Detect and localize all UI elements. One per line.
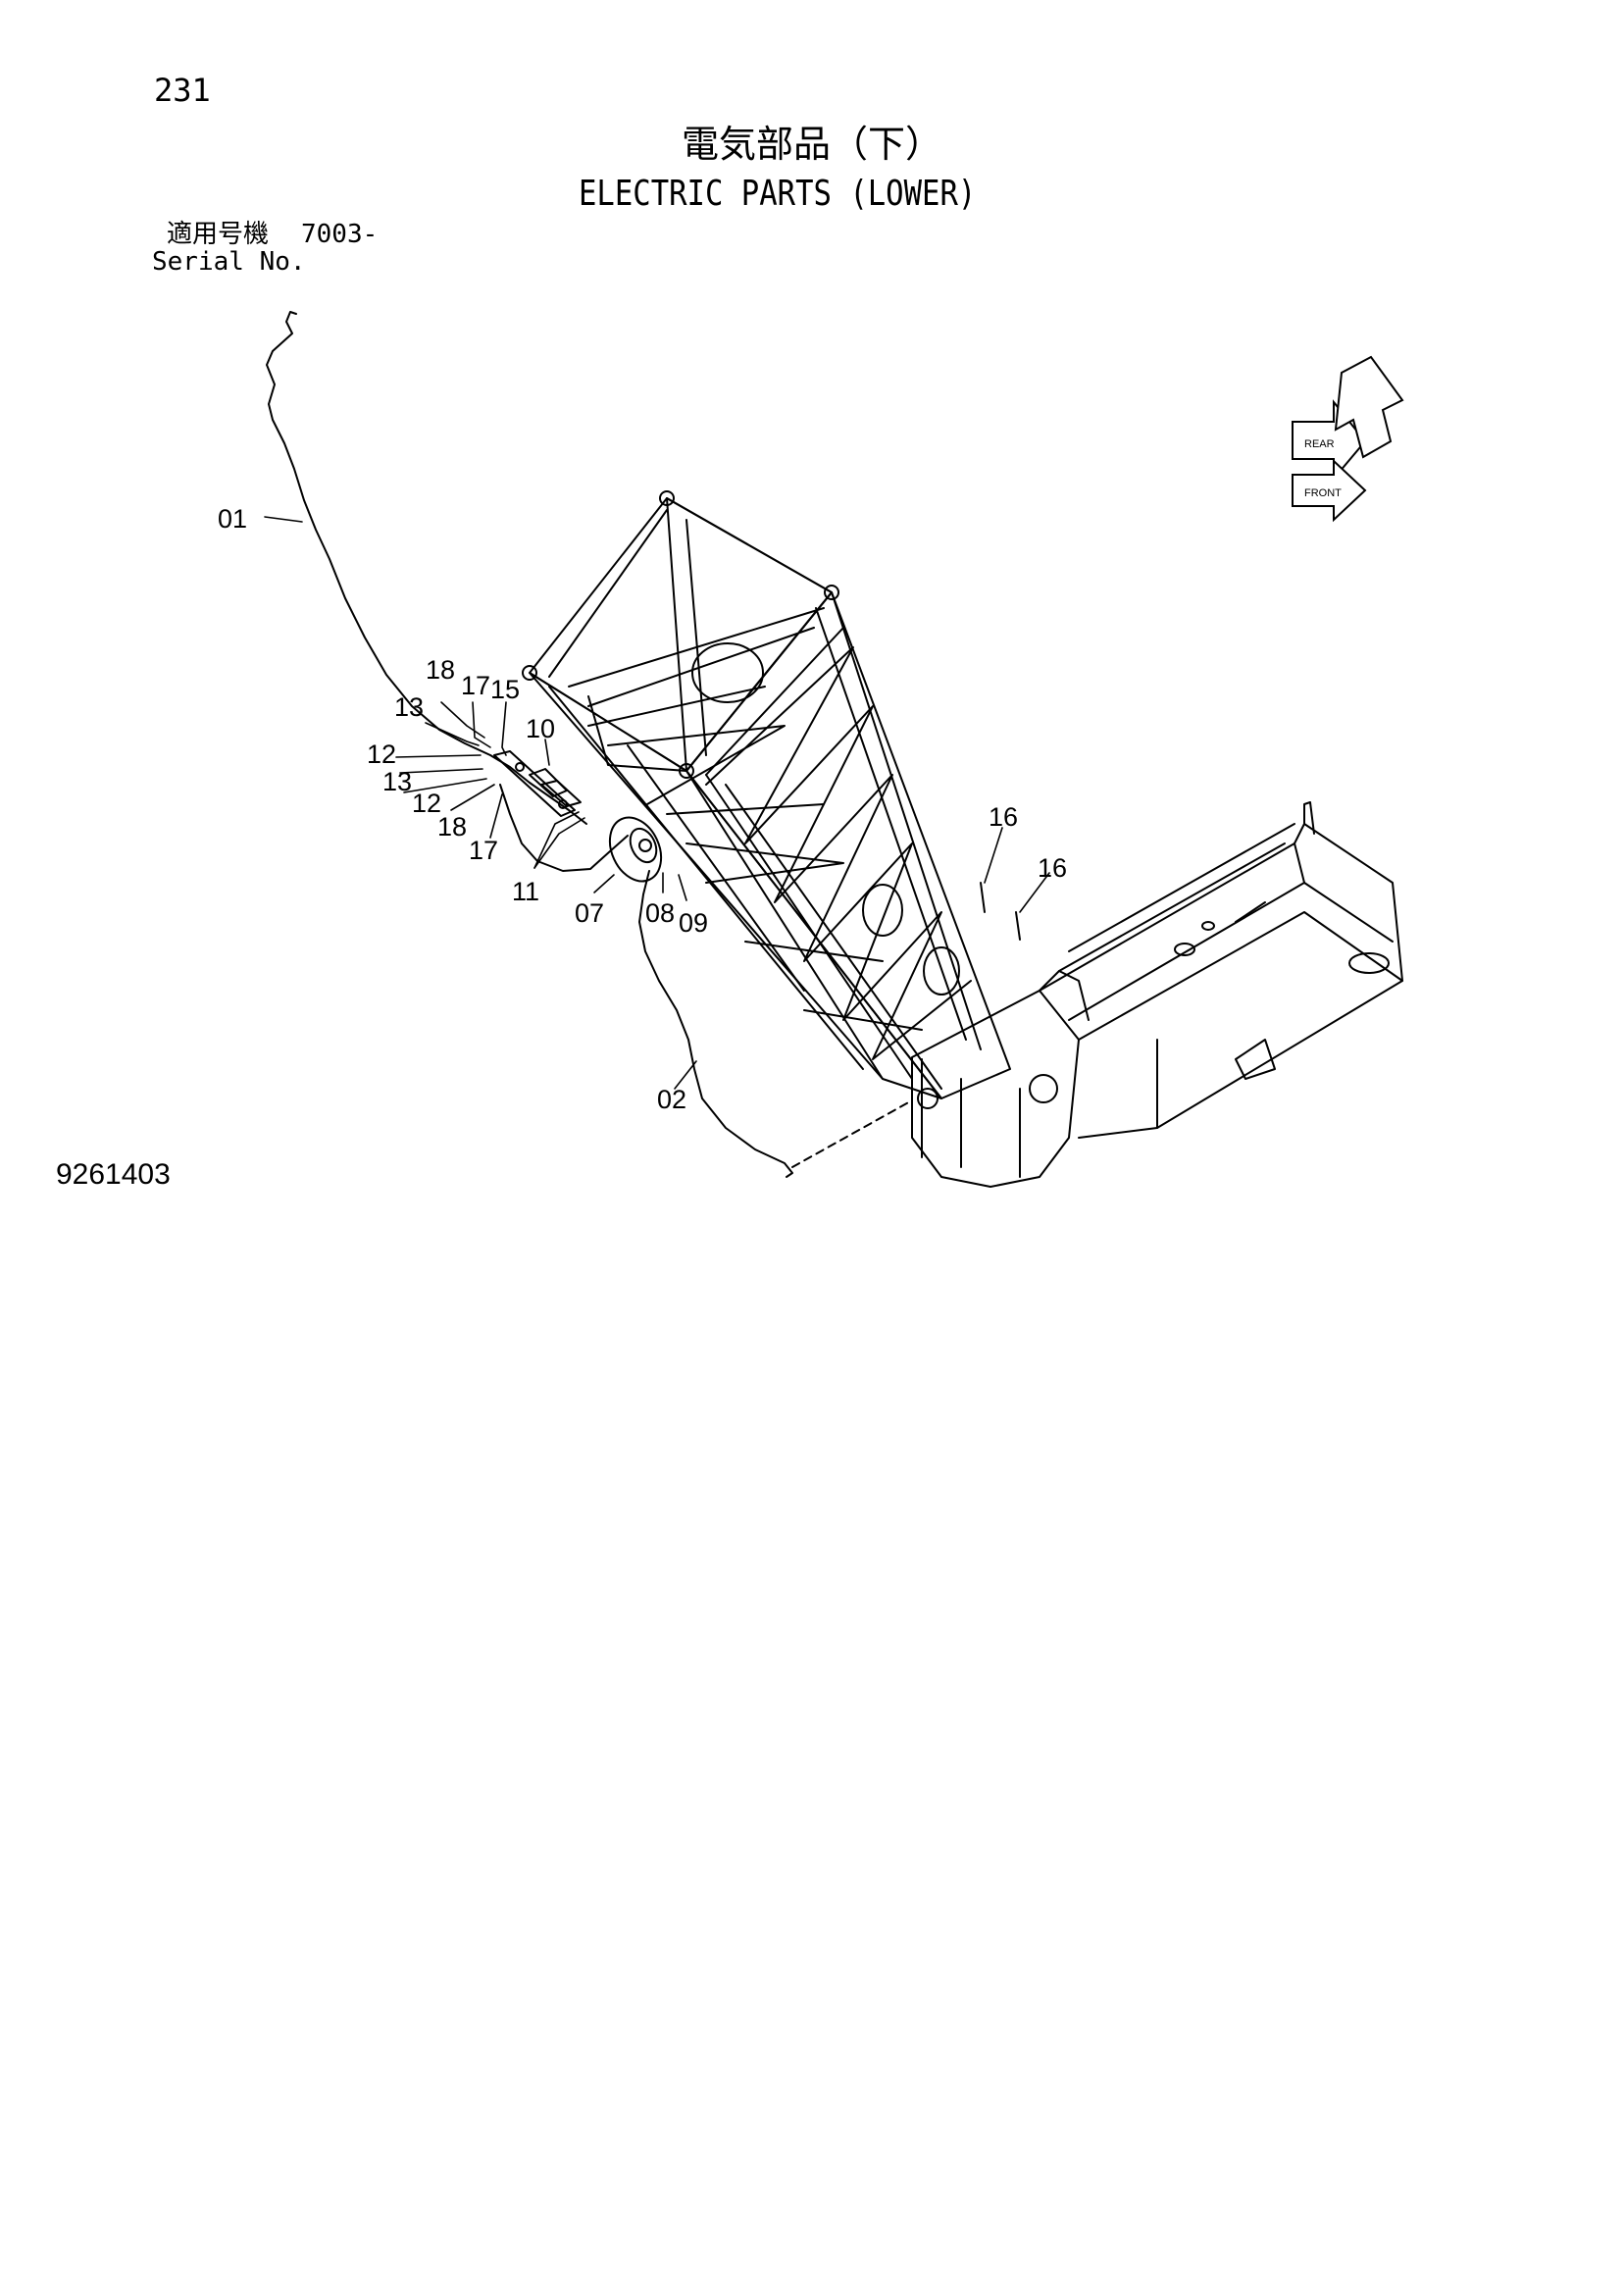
callout-12: 12 [367, 740, 396, 769]
callout-17: 17 [461, 671, 490, 700]
harness-01-cable [266, 311, 531, 784]
page-title-english: ELECTRIC PARTS (LOWER) [579, 174, 977, 214]
serial-label-english: Serial No. [152, 247, 306, 277]
serial-label-japanese: 適用号機 [167, 220, 270, 249]
callout-13-lower: 13 [382, 767, 412, 796]
callout-13: 13 [394, 692, 424, 722]
harness-02-cable [638, 870, 793, 1178]
callout-10: 10 [526, 714, 555, 743]
callout-16: 16 [989, 802, 1018, 832]
callout-11: 11 [512, 877, 539, 906]
swivel-07-outer [608, 816, 663, 883]
orientation-label-rear: REAR [1304, 438, 1335, 450]
callout-18: 18 [426, 655, 455, 685]
callout-17-lower: 17 [469, 836, 498, 865]
callout-15: 15 [490, 675, 520, 704]
callout-07: 07 [575, 898, 604, 928]
serial-range: 7003- [301, 220, 379, 249]
callout-12-lower: 12 [412, 789, 441, 818]
direction-arrows-icon: REAR FRONT [1292, 355, 1404, 523]
callout-02: 02 [657, 1085, 686, 1114]
callout-16-right: 16 [1038, 853, 1067, 883]
lattice-jib [522, 490, 1011, 1099]
leader-lines [264, 516, 1050, 1090]
callout-18-lower: 18 [437, 812, 467, 842]
page-number: 231 [154, 72, 211, 109]
base-frame [911, 801, 1403, 1188]
callout-09: 09 [679, 908, 708, 938]
callout-01: 01 [218, 504, 247, 534]
callout-08: 08 [645, 898, 675, 928]
figure-code: 9261403 [56, 1158, 171, 1191]
orientation-label-front: FRONT [1304, 487, 1342, 499]
harness-01-lower-cable [499, 784, 629, 872]
page-title-japanese: 電気部品（下） [681, 123, 942, 166]
swivel-07-inner [629, 827, 658, 864]
